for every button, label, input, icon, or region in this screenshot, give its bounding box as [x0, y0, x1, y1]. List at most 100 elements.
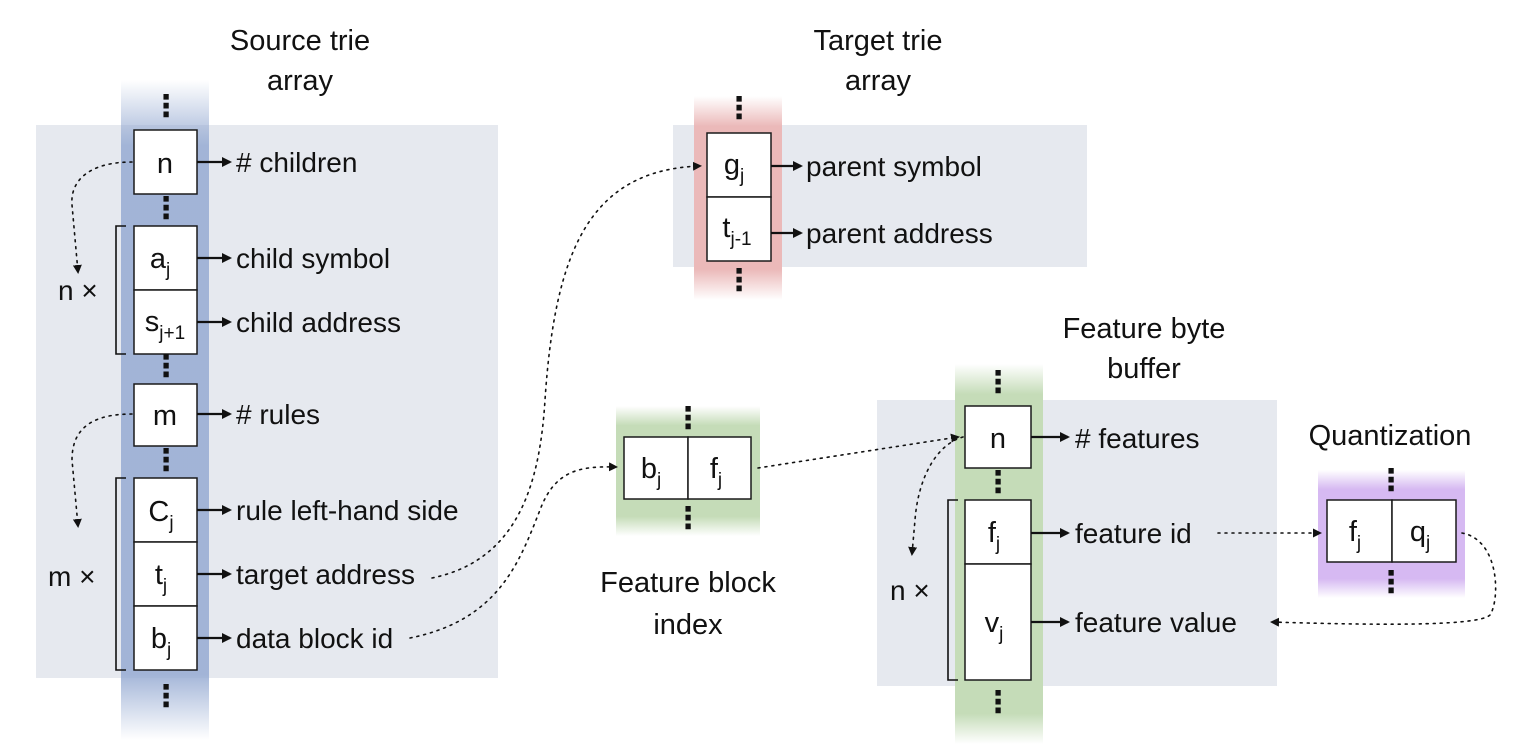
- fbi-cell-f-sub: j: [717, 470, 722, 491]
- multiplier-m: m ×: [48, 561, 95, 592]
- fbb-cell-v: [964, 563, 1032, 681]
- multiplier-n: n ×: [58, 275, 98, 306]
- fbi-title-line1: Feature block: [600, 567, 776, 599]
- target-trie-title-line1: Target trie: [814, 25, 943, 57]
- label-feature-id: feature id: [1075, 518, 1192, 549]
- source-cell-a-main: a: [150, 243, 167, 275]
- fbb-title-line1: Feature byte: [1063, 313, 1226, 345]
- target-trie-group: Target trie array ⋮ gj tj-1 ⋮ parent sym…: [673, 25, 1087, 300]
- fbb-cell-f-text: fj: [988, 517, 1000, 555]
- source-cell-c: [133, 477, 198, 543]
- fbb-cell-v-main: v: [985, 607, 1000, 639]
- bracket-n: [115, 225, 126, 355]
- quant-cell-q-main: q: [1410, 516, 1426, 548]
- target-cell-t-text: tj-1: [722, 212, 751, 250]
- fbb-cell-f: [964, 499, 1032, 565]
- ellipsis-source-3: ⋮: [151, 444, 181, 477]
- label-parent-symbol: parent symbol: [806, 151, 982, 182]
- source-cell-s-sub: j+1: [158, 323, 185, 344]
- source-cell-m-text: m: [153, 400, 177, 432]
- source-cell-a-text: aj: [150, 243, 170, 281]
- label-features: # features: [1075, 423, 1200, 454]
- fbi-title-line2: index: [653, 609, 723, 641]
- bracket-fbb-n: [947, 499, 958, 681]
- label-parent-address: parent address: [806, 218, 993, 249]
- dotted-fbb-n-loop: [908, 436, 964, 556]
- label-rules: # rules: [236, 399, 320, 430]
- fbi-cell-f-main: f: [710, 453, 719, 485]
- source-cell-t-text: tj: [155, 559, 167, 597]
- ellipsis-target-top: ⋮: [724, 92, 754, 125]
- target-cell-t-sub: j-1: [729, 229, 751, 250]
- dotted-data-block-to-fbi: [409, 462, 618, 639]
- target-cell-g-sub: j: [739, 166, 744, 187]
- feature-byte-buffer-group: Feature byte buffer ⋮ n ⋮ fj vj ⋮ # feat…: [877, 313, 1277, 744]
- fbi-cell-f: [687, 436, 752, 500]
- ellipsis-source-bottom: ⋮: [151, 680, 181, 713]
- source-cell-b-main: b: [151, 623, 167, 655]
- fbb-title-line2: buffer: [1107, 353, 1181, 385]
- fbb-cell-n-text: n: [990, 423, 1006, 455]
- feature-block-index-group: ⋮ bj fj ⋮ Feature block index: [600, 402, 776, 641]
- source-trie-panel: [36, 125, 498, 678]
- dotted-m-loop: [71, 413, 133, 528]
- dotted-target-address-to-target-trie: [431, 161, 702, 579]
- source-cell-t-sub: j: [162, 576, 167, 597]
- fbi-cell-f-text: fj: [710, 453, 722, 491]
- target-cell-t-main: t: [722, 212, 730, 244]
- fbb-cell-f-sub: j: [995, 534, 1000, 555]
- source-cell-c-sub: j: [168, 513, 173, 534]
- target-cell-g-text: gj: [724, 149, 744, 187]
- source-cell-t-main: t: [155, 559, 163, 591]
- quant-cell-q-text: qj: [1410, 516, 1430, 554]
- fbi-cell-b: [623, 436, 689, 500]
- bracket-m: [115, 477, 126, 671]
- fbi-cell-b-main: b: [641, 453, 657, 485]
- ellipsis-fbb-bottom: ⋮: [983, 686, 1013, 719]
- fbb-cell-n: [964, 405, 1032, 469]
- source-cell-c-text: Cj: [148, 496, 173, 534]
- target-trie-title-line2: array: [845, 65, 912, 97]
- ellipsis-quant-top: ⋮: [1376, 464, 1406, 497]
- ellipsis-quant-bottom: ⋮: [1376, 566, 1406, 599]
- ellipsis-target-bottom: ⋮: [724, 264, 754, 297]
- label-child-address: child address: [236, 307, 401, 338]
- source-cell-m: [133, 383, 198, 447]
- target-cell-g-main: g: [724, 149, 740, 181]
- quant-cell-q-sub: j: [1425, 533, 1430, 554]
- fbb-cell-v-sub: j: [998, 624, 1003, 645]
- label-child-symbol: child symbol: [236, 243, 390, 274]
- dotted-fbi-to-fbb: [757, 433, 960, 469]
- quant-cell-q: [1391, 499, 1457, 563]
- ellipsis-fbb-1: ⋮: [983, 466, 1013, 499]
- label-children: # children: [236, 147, 357, 178]
- multiplier-fbb-n: n ×: [890, 575, 930, 606]
- target-cell-t: [706, 196, 772, 262]
- ellipsis-fbi-top: ⋮: [673, 402, 703, 435]
- fbb-cell-v-text: vj: [985, 607, 1004, 645]
- label-rule-lhs: rule left-hand side: [236, 495, 459, 526]
- fbi-cell-b-sub: j: [656, 470, 661, 491]
- source-cell-b-sub: j: [166, 640, 171, 661]
- source-trie-title-line2: array: [267, 65, 334, 97]
- ellipsis-fbi-bottom: ⋮: [673, 502, 703, 535]
- source-trie-title-line1: Source trie: [230, 25, 370, 57]
- source-cell-a-sub: j: [165, 260, 170, 281]
- dotted-quant-to-feature-value: [1270, 532, 1497, 627]
- quant-cell-f: [1326, 499, 1393, 563]
- ellipsis-source-top: ⋮: [151, 90, 181, 123]
- source-cell-b: [133, 605, 198, 671]
- quant-cell-f-text: fj: [1349, 516, 1361, 554]
- label-data-block-id: data block id: [236, 623, 393, 654]
- source-cell-c-main: C: [148, 496, 169, 528]
- quantization-group: Quantization ⋮ fj qj ⋮: [1309, 420, 1472, 599]
- ellipsis-fbb-top: ⋮: [983, 366, 1013, 399]
- label-target-address: target address: [236, 559, 415, 590]
- source-cell-n-text: n: [157, 148, 173, 180]
- fbb-cell-f-main: f: [988, 517, 997, 549]
- quant-cell-f-main: f: [1349, 516, 1358, 548]
- dotted-n-loop: [71, 161, 133, 274]
- quant-cell-f-sub: j: [1356, 533, 1361, 554]
